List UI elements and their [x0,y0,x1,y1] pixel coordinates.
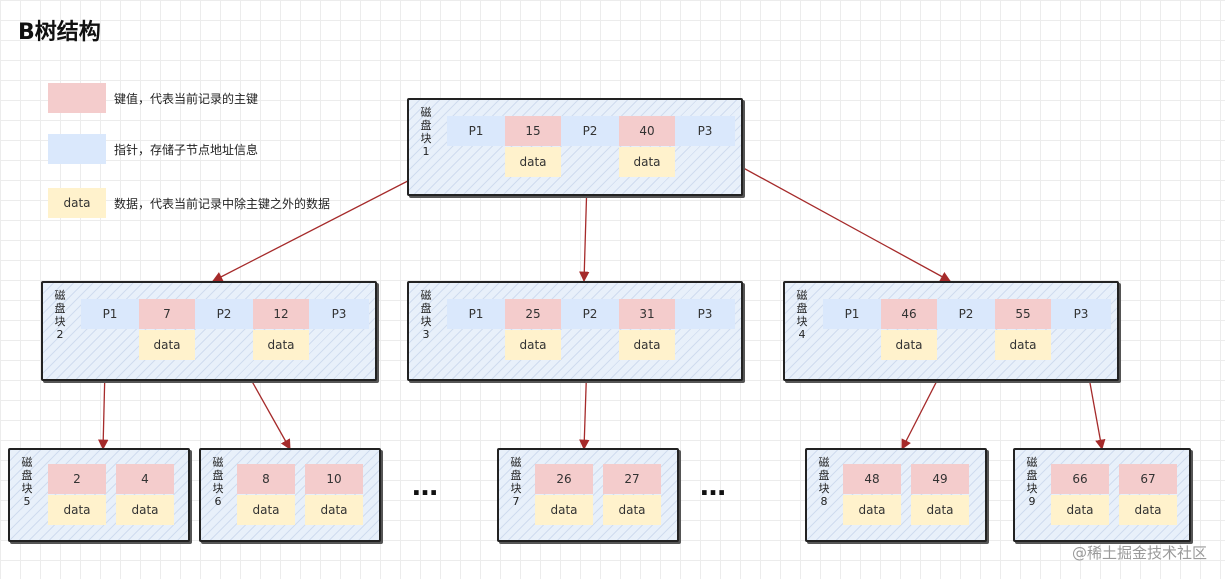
legend-key: 键值，代表当前记录的主键 [48,83,258,113]
disk-block-8: 磁盘块8 48 49 data data [805,448,987,542]
disk-block-7: 磁盘块7 26 27 data data [497,448,679,542]
disk-block-3: 磁盘块3 P1 25 P2 31 P3 data data [407,281,743,381]
data-cell: data [116,495,174,525]
data-cell: data [911,495,969,525]
pointer-cell: P1 [447,299,505,329]
disk-block-label: 磁盘块3 [420,289,432,341]
disk-block-5: 磁盘块5 2 4 data data [8,448,190,542]
key-cell: 12 [253,299,309,329]
data-cell: data [881,330,937,360]
legend-data-text: 数据，代表当前记录中除主键之外的数据 [114,196,331,211]
key-cell: 2 [48,464,106,494]
pointer-cell: P3 [675,116,735,146]
legend-key-swatch [48,83,106,113]
pointer-cell: P1 [81,299,139,329]
diagram-title: B树结构 [18,20,101,45]
key-cell: 26 [535,464,593,494]
pointer-cell: P3 [1051,299,1111,329]
key-cell: 4 [116,464,174,494]
key-cell: 31 [619,299,675,329]
disk-block-label: 磁盘块7 [510,456,522,508]
ellipsis-right: … [700,472,730,502]
legend-pointer-text: 指针，存储子节点地址信息 [114,142,259,157]
key-cell: 66 [1051,464,1109,494]
disk-block-9: 磁盘块9 66 67 data data [1013,448,1191,542]
disk-block-2: 磁盘块2 P1 7 P2 12 P3 data data [41,281,377,381]
data-cell: data [535,495,593,525]
disk-block-6: 磁盘块6 8 10 data data [199,448,381,542]
key-cell: 40 [619,116,675,146]
data-cell: data [843,495,901,525]
ellipsis-left: … [412,472,442,502]
legend-pointer: 指针，存储子节点地址信息 [48,134,258,164]
disk-block-label: 磁盘块6 [212,456,224,508]
data-cell: data [505,330,561,360]
data-cell: data [305,495,363,525]
pointer-cell: P2 [195,299,253,329]
pointer-cell: P2 [937,299,995,329]
legend-data: data 数据，代表当前记录中除主键之外的数据 [48,188,330,218]
disk-block-label: 磁盘块5 [21,456,33,508]
data-cell: data [1051,495,1109,525]
pointer-cell: P1 [823,299,881,329]
pointer-cell: P3 [675,299,735,329]
data-cell: data [619,147,675,177]
key-cell: 25 [505,299,561,329]
watermark: @稀土掘金技术社区 [1071,544,1207,562]
legend-data-swatch: data [48,188,106,218]
key-cell: 46 [881,299,937,329]
key-cell: 48 [843,464,901,494]
pointer-cell: P3 [309,299,369,329]
disk-block-label: 磁盘块9 [1026,456,1038,508]
key-cell: 67 [1119,464,1177,494]
data-cell: data [995,330,1051,360]
key-cell: 15 [505,116,561,146]
data-cell: data [603,495,661,525]
disk-block-1: 磁盘块1 P1 15 P2 40 P3 data data [407,98,743,196]
data-cell: data [139,330,195,360]
data-cell: data [505,147,561,177]
key-cell: 8 [237,464,295,494]
key-cell: 10 [305,464,363,494]
legend-pointer-swatch [48,134,106,164]
disk-block-label: 磁盘块2 [54,289,66,341]
disk-block-label: 磁盘块8 [818,456,830,508]
key-cell: 49 [911,464,969,494]
disk-block-label: 磁盘块4 [796,289,808,341]
key-cell: 55 [995,299,1051,329]
disk-block-label: 磁盘块1 [420,106,432,158]
pointer-cell: P1 [447,116,505,146]
data-cell: data [237,495,295,525]
pointer-cell: P2 [561,299,619,329]
data-cell: data [253,330,309,360]
data-cell: data [48,495,106,525]
key-cell: 27 [603,464,661,494]
key-cell: 7 [139,299,195,329]
disk-block-4: 磁盘块4 P1 46 P2 55 P3 data data [783,281,1119,381]
legend-key-text: 键值，代表当前记录的主键 [114,91,259,106]
pointer-cell: P2 [561,116,619,146]
data-cell: data [1119,495,1177,525]
data-cell: data [619,330,675,360]
